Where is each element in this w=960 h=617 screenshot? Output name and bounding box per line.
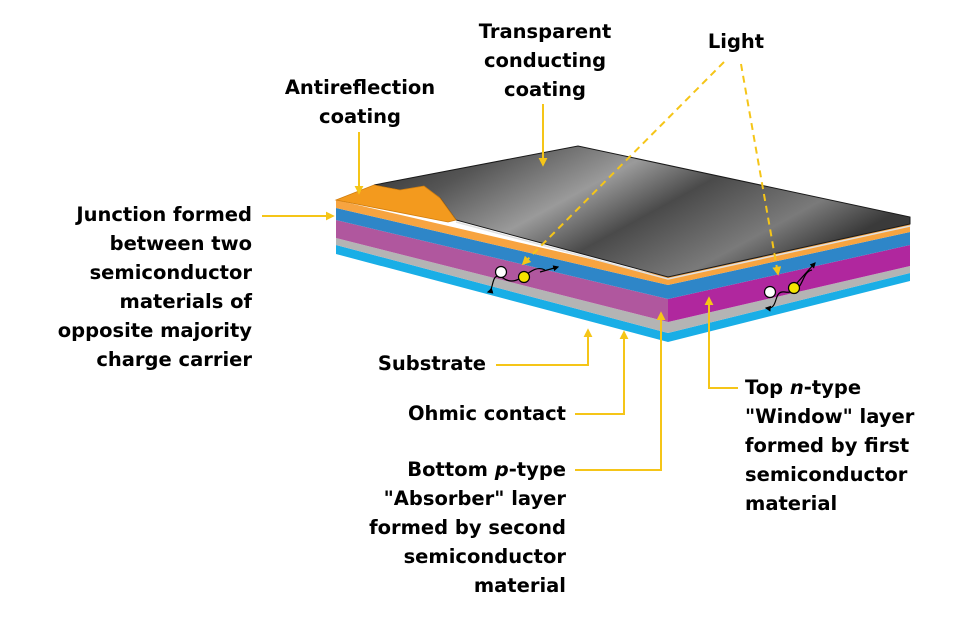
label-ohmic-contact-text: Ohmic contact — [407, 402, 566, 425]
leader-substrate — [496, 328, 593, 366]
electron-right — [763, 285, 777, 299]
label-bottom-absorber-line5: material — [473, 574, 566, 597]
label-antireflection-line1: Antireflection — [284, 76, 436, 99]
carrier-arrow-left-up — [539, 265, 560, 273]
label-bottom-absorber-line3: formed by second — [369, 516, 566, 539]
label-transparent-coating-line3: coating — [504, 78, 586, 101]
layer-stack-right-face — [668, 224, 910, 342]
orange-coating-layer — [336, 200, 668, 285]
gray-ohmic-layer — [336, 238, 668, 333]
label-top-window-line3: formed by first — [745, 434, 910, 457]
label-bottom-absorber-suffix: -type — [508, 458, 566, 481]
label-ohmic-contact: Ohmic contact — [380, 399, 566, 428]
label-light-text: Light — [707, 30, 765, 53]
cyan-substrate-layer — [336, 245, 668, 342]
label-antireflection: Antireflection coating — [272, 73, 448, 131]
label-junction-line1: Junction formed — [76, 203, 252, 226]
label-transparent-coating-line1: Transparent — [478, 20, 612, 43]
label-junction-line4: materials of — [119, 290, 252, 313]
label-top-window-line4: semiconductor — [745, 463, 908, 486]
label-bottom-absorber-line2: "Absorber" layer — [383, 487, 566, 510]
cyan-substrate-layer-right — [668, 273, 910, 342]
carrier-arrow-right-up — [795, 262, 816, 285]
label-antireflection-line2: coating — [319, 105, 401, 128]
gray-ohmic-layer-right — [668, 266, 910, 333]
hole-left — [517, 270, 531, 284]
purple-absorber-layer-right — [668, 245, 910, 322]
label-light: Light — [696, 27, 776, 56]
blue-window-layer-right — [668, 232, 910, 299]
carrier-pair-right — [763, 262, 816, 312]
label-top-window-suffix: -type — [803, 376, 862, 399]
label-bottom-absorber-line4: semiconductor — [403, 545, 566, 568]
label-substrate: Substrate — [340, 349, 486, 378]
label-top-window: Top n-type "Window" layer formed by firs… — [745, 373, 945, 518]
label-junction-line2: between two — [109, 232, 252, 255]
label-junction-line6: charge carrier — [96, 348, 252, 371]
top-surface-edge-highlight — [455, 221, 911, 280]
label-bottom-absorber-italic: p — [494, 458, 509, 481]
blue-window-layer — [336, 208, 668, 299]
label-bottom-absorber: Bottom p-type "Absorber" layer formed by… — [350, 455, 566, 600]
carrier-path-left — [486, 267, 546, 294]
hole-right — [787, 281, 801, 295]
label-bottom-absorber-line1: Bottom p-type — [350, 455, 566, 484]
label-top-window-line2: "Window" layer — [745, 405, 915, 428]
label-junction: Junction formed between two semiconducto… — [20, 200, 252, 374]
label-top-window-line5: material — [745, 492, 838, 515]
carrier-path-right — [764, 269, 813, 312]
carrier-pair-left — [486, 265, 560, 294]
label-top-window-italic: n — [789, 376, 804, 399]
electron-left — [494, 265, 508, 279]
label-substrate-text: Substrate — [377, 352, 486, 375]
label-top-window-line1: Top n-type — [745, 373, 945, 402]
label-top-window-prefix: Top — [745, 376, 790, 399]
leader-bottom-absorber — [575, 311, 666, 471]
label-transparent-coating-line2: conducting — [483, 49, 607, 72]
label-junction-line3: semiconductor — [89, 261, 252, 284]
leader-lines — [262, 104, 738, 471]
antireflection-coating-strip — [334, 184, 457, 223]
label-transparent-coating: Transparent conducting coating — [470, 17, 620, 104]
leader-ohmic — [575, 330, 629, 415]
leader-top-window — [704, 296, 738, 389]
label-junction-line5: opposite majority — [57, 319, 252, 342]
label-bottom-absorber-prefix: Bottom — [407, 458, 495, 481]
